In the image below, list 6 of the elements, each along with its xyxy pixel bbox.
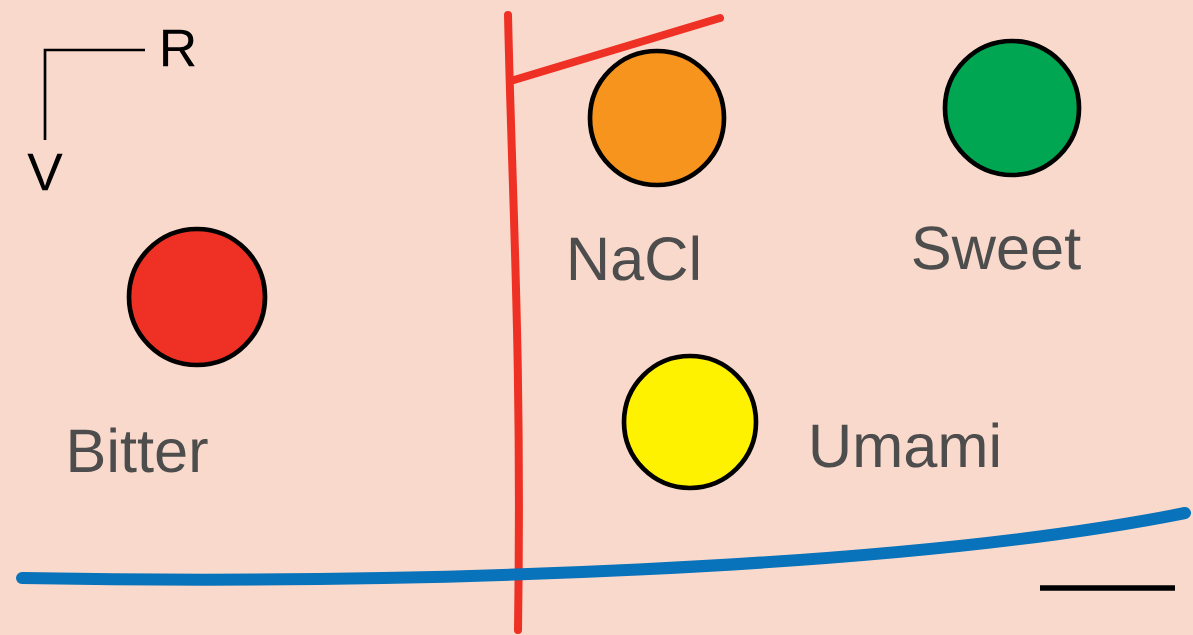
circle-label: NaCl bbox=[570, 235, 698, 281]
circle-label: Umami bbox=[812, 422, 998, 468]
circle-label: Bitter bbox=[70, 427, 208, 473]
axis-label: V bbox=[27, 153, 63, 191]
circle-label: Sweet bbox=[913, 226, 1081, 270]
axis-label: R bbox=[163, 29, 195, 67]
